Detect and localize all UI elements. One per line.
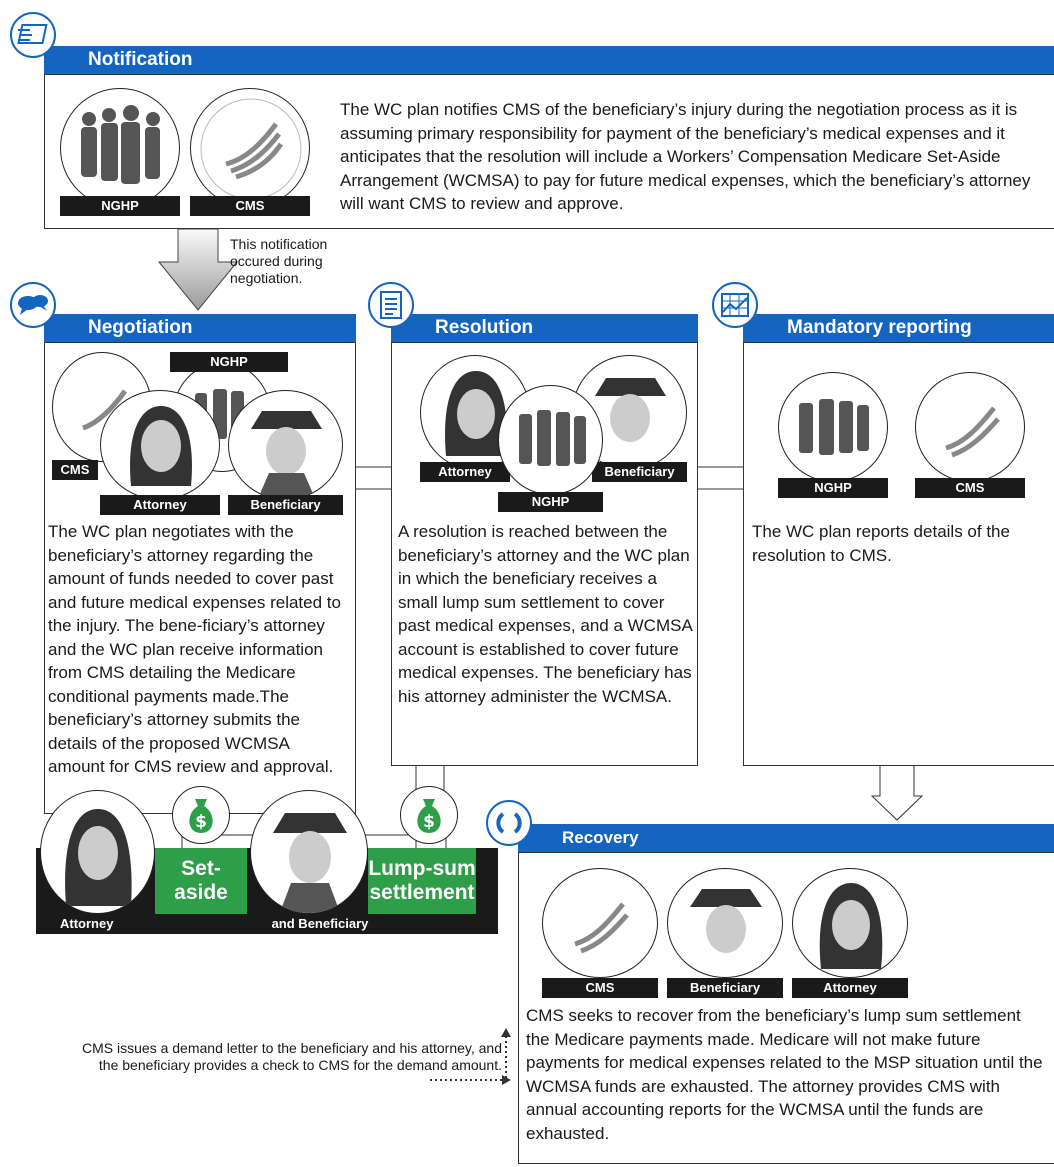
- settlement-beneficiary-portrait: [250, 790, 368, 914]
- resolution-nghp-portrait: [498, 385, 603, 495]
- reporting-cms-seal: [915, 372, 1025, 482]
- beneficiary-portrait: [228, 390, 343, 500]
- chat-bubbles-icon: [10, 282, 56, 328]
- money-bag-icon: $: [172, 786, 230, 844]
- lump-sum-label: Lump-sum settlement: [368, 857, 476, 904]
- set-aside-label: Set-aside: [174, 857, 228, 904]
- notification-title: Notification: [88, 49, 193, 70]
- recovery-header: Recovery: [518, 824, 1054, 852]
- refresh-icon: [486, 800, 532, 846]
- negotiation-nghp-tag: NGHP: [170, 352, 288, 372]
- settlement-attorney-portrait: [40, 790, 155, 914]
- notification-nghp-tag: NGHP: [60, 196, 180, 216]
- recovery-attorney-portrait: [792, 868, 908, 978]
- reporting-title: Mandatory reporting: [787, 317, 972, 338]
- reporting-text: The WC plan reports details of the resol…: [752, 522, 1010, 565]
- resolution-header: Resolution: [391, 314, 698, 342]
- recovery-attorney-tag: Attorney: [792, 978, 908, 998]
- recovery-text: CMS seeks to recover from the beneficiar…: [526, 1006, 1043, 1143]
- document-icon: [368, 282, 414, 328]
- envelope-icon: [10, 12, 56, 58]
- chart-icon: [712, 282, 758, 328]
- settlement-note: CMS issues a demand letter to the benefi…: [82, 1040, 502, 1073]
- resolution-text: A resolution is reached between the bene…: [398, 522, 692, 706]
- svg-text:$: $: [423, 812, 435, 832]
- reporting-header: Mandatory reporting: [743, 314, 1054, 342]
- settlement-tag-bar: [36, 914, 498, 934]
- lump-sum-box: Lump-sum settlement: [368, 848, 476, 914]
- reporting-cms-tag: CMS: [915, 478, 1025, 498]
- recovery-title: Recovery: [562, 828, 639, 847]
- negotiation-attorney-tag: Attorney: [100, 495, 220, 515]
- negotiation-cms-tag: CMS: [52, 460, 98, 480]
- reporting-to-recovery-arrow: [870, 766, 924, 821]
- recovery-beneficiary-portrait: [667, 868, 783, 978]
- cms-seal: [190, 88, 310, 208]
- recovery-cms-seal: [542, 868, 658, 978]
- svg-text:$: $: [195, 812, 207, 832]
- nghp-portrait: [60, 88, 180, 208]
- recovery-cms-tag: CMS: [542, 978, 658, 998]
- resolution-attorney-tag: Attorney: [420, 462, 510, 482]
- negotiation-title: Negotiation: [88, 317, 193, 338]
- settlement-beneficiary-tag: and Beneficiary: [271, 916, 369, 931]
- reporting-nghp-portrait: [778, 372, 888, 482]
- money-bag-icon: $: [400, 786, 458, 844]
- settlement-attorney-tag: Attorney: [60, 916, 114, 931]
- negotiation-beneficiary-tag: Beneficiary: [228, 495, 343, 515]
- negotiation-header: Negotiation: [44, 314, 356, 342]
- reporting-nghp-tag: NGHP: [778, 478, 888, 498]
- resolution-nghp-tag: NGHP: [498, 492, 603, 512]
- notification-cms-tag: CMS: [190, 196, 310, 216]
- attorney-portrait: [100, 390, 220, 500]
- notification-to-negotiation-arrow: [157, 228, 239, 311]
- resolution-title: Resolution: [435, 317, 534, 338]
- resolution-beneficiary-tag: Beneficiary: [592, 462, 687, 482]
- notification-text: The WC plan notifies CMS of the benefici…: [340, 100, 1031, 213]
- notification-note: This notification occured during negotia…: [230, 236, 328, 286]
- notification-header: Notification: [44, 46, 1054, 74]
- negotiation-text: The WC plan negotiates with the benefici…: [48, 522, 341, 776]
- set-aside-box: Set-aside: [155, 848, 247, 914]
- recovery-beneficiary-tag: Beneficiary: [667, 978, 783, 998]
